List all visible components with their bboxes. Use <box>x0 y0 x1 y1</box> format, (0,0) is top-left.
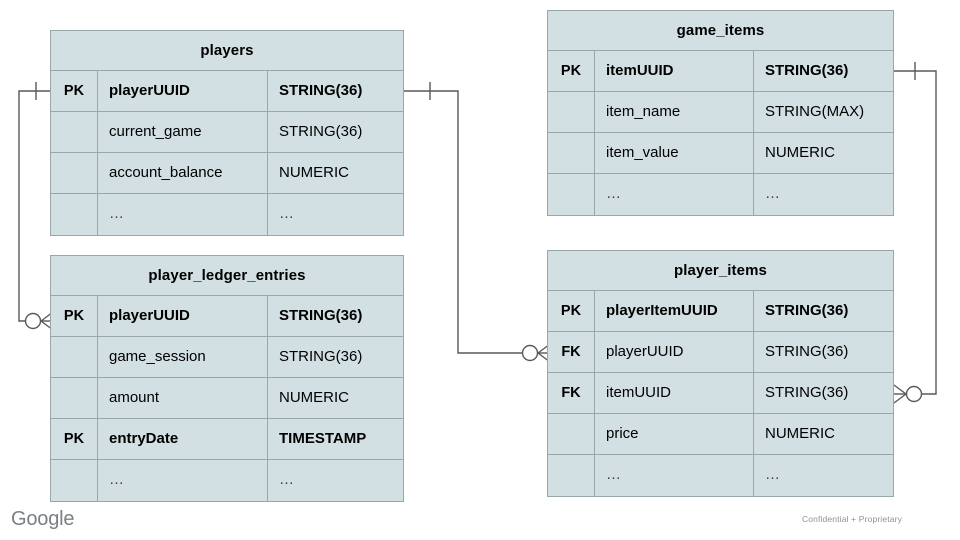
row-type: … <box>765 185 782 202</box>
row-type: NUMERIC <box>279 389 349 406</box>
relationship-game-items-to-player-items <box>893 62 937 404</box>
relationship-players-to-player-items <box>404 82 551 363</box>
row-type: STRING(36) <box>765 302 849 319</box>
row-field: game_session <box>98 337 268 377</box>
row-key: PK <box>51 71 98 111</box>
table-row[interactable]: game_session STRING(36) <box>51 337 403 378</box>
row-field: playerUUID <box>98 71 268 111</box>
row-field: item_name <box>595 92 754 132</box>
table-row[interactable]: … … <box>548 455 893 496</box>
row-field: amount <box>98 378 268 418</box>
table-row[interactable]: FK playerUUID STRING(36) <box>548 332 893 373</box>
table-row[interactable]: PK entryDate TIMESTAMP <box>51 419 403 460</box>
entity-title-player-ledger-entries: player_ledger_entries <box>51 256 403 296</box>
row-key <box>548 455 595 496</box>
row-field: playerUUID <box>595 332 754 372</box>
row-key <box>548 92 595 132</box>
row-type: STRING(36) <box>279 348 363 365</box>
row-key <box>51 460 98 501</box>
table-row[interactable]: current_game STRING(36) <box>51 112 403 153</box>
cardinality-zero-circle <box>24 312 42 330</box>
table-row[interactable]: … … <box>51 194 403 235</box>
entity-players[interactable]: players PK playerUUID STRING(36) current… <box>50 30 404 236</box>
table-row[interactable]: PK playerItemUUID STRING(36) <box>548 291 893 332</box>
table-row[interactable]: item_value NUMERIC <box>548 133 893 174</box>
row-type: … <box>765 466 782 483</box>
row-key <box>548 133 595 173</box>
table-row[interactable]: FK itemUUID STRING(36) <box>548 373 893 414</box>
row-key <box>51 153 98 193</box>
table-row[interactable]: PK playerUUID STRING(36) <box>51 296 403 337</box>
entity-game-items[interactable]: game_items PK itemUUID STRING(36) item_n… <box>547 10 894 216</box>
row-field: itemUUID <box>595 51 754 91</box>
row-field: playerUUID <box>98 296 268 336</box>
relationship-players-to-ledger <box>18 82 54 331</box>
row-field: itemUUID <box>595 373 754 413</box>
row-type: STRING(MAX) <box>765 103 865 120</box>
row-type: STRING(36) <box>279 307 363 324</box>
table-row[interactable]: amount NUMERIC <box>51 378 403 419</box>
entity-title-player-items: player_items <box>548 251 893 291</box>
entity-player-items[interactable]: player_items PK playerItemUUID STRING(36… <box>547 250 894 497</box>
google-logo: Google <box>11 508 75 530</box>
row-field: … <box>595 174 754 215</box>
row-key <box>548 414 595 454</box>
row-field: … <box>595 455 754 496</box>
row-field: current_game <box>98 112 268 152</box>
row-field: account_balance <box>98 153 268 193</box>
cardinality-many-crowsfoot <box>893 384 907 404</box>
cardinality-zero-circle <box>521 344 539 362</box>
row-type: NUMERIC <box>765 144 835 161</box>
row-type: STRING(36) <box>279 82 363 99</box>
row-type: TIMESTAMP <box>279 430 367 447</box>
table-row[interactable]: PK itemUUID STRING(36) <box>548 51 893 92</box>
row-field: … <box>98 460 268 501</box>
row-field: … <box>98 194 268 235</box>
row-key <box>51 194 98 235</box>
row-field: item_value <box>595 133 754 173</box>
row-type: NUMERIC <box>279 164 349 181</box>
entity-player-ledger-entries[interactable]: player_ledger_entries PK playerUUID STRI… <box>50 255 404 502</box>
row-key: FK <box>548 373 595 413</box>
cardinality-zero-circle <box>905 385 923 403</box>
row-type: STRING(36) <box>279 123 363 140</box>
row-type: STRING(36) <box>765 384 849 401</box>
row-key: PK <box>51 296 98 336</box>
row-field: playerItemUUID <box>595 291 754 331</box>
table-row[interactable]: item_name STRING(MAX) <box>548 92 893 133</box>
row-key: PK <box>548 291 595 331</box>
row-key: PK <box>548 51 595 91</box>
confidentiality-notice: Confidential + Proprietary <box>801 514 902 524</box>
row-field: price <box>595 414 754 454</box>
row-type: … <box>279 471 296 488</box>
row-type: NUMERIC <box>765 425 835 442</box>
table-row[interactable]: … … <box>51 460 403 501</box>
row-key: FK <box>548 332 595 372</box>
table-row[interactable]: price NUMERIC <box>548 414 893 455</box>
table-row[interactable]: … … <box>548 174 893 215</box>
row-field: entryDate <box>98 419 268 459</box>
row-type: … <box>279 205 296 222</box>
row-key <box>548 174 595 215</box>
entity-title-players: players <box>51 31 403 71</box>
row-key: PK <box>51 419 98 459</box>
row-key <box>51 337 98 377</box>
table-row[interactable]: PK playerUUID STRING(36) <box>51 71 403 112</box>
row-key <box>51 112 98 152</box>
row-type: STRING(36) <box>765 62 849 79</box>
row-key <box>51 378 98 418</box>
table-row[interactable]: account_balance NUMERIC <box>51 153 403 194</box>
entity-title-game-items: game_items <box>548 11 893 51</box>
row-type: STRING(36) <box>765 343 849 360</box>
